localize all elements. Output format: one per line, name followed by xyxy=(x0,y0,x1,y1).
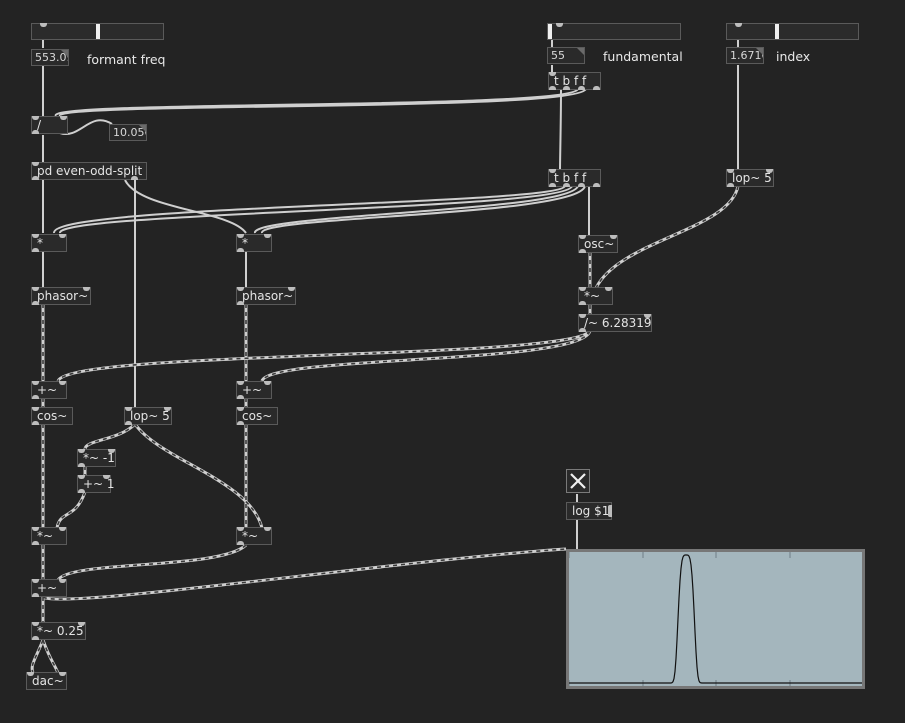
multiply-mid-object[interactable]: * xyxy=(236,234,272,252)
even-odd-split-object[interactable]: pd even-odd-split xyxy=(31,162,147,180)
object-text: +~ 1 xyxy=(83,477,115,491)
object-text: cos~ xyxy=(37,409,68,423)
object-text: phasor~ xyxy=(37,289,89,303)
slider-inlet[interactable] xyxy=(40,23,47,27)
object-text: / xyxy=(37,118,42,132)
object-text: *~ xyxy=(584,289,601,303)
multiply-left-object[interactable]: * xyxy=(31,234,67,252)
object-text: osc~ xyxy=(584,237,615,251)
object-text: phasor~ xyxy=(242,289,294,303)
slider-inlet[interactable] xyxy=(735,23,742,27)
graph-plot xyxy=(568,552,862,686)
log-message[interactable]: log $1 xyxy=(566,502,612,520)
lop-index-object[interactable]: lop~ 5 xyxy=(726,169,774,187)
object-text: lop~ 5 xyxy=(732,171,772,185)
object-text: *~ -1 xyxy=(83,451,115,465)
multiply-neg1-object[interactable]: *~ -1 xyxy=(77,449,116,467)
object-text: *~ xyxy=(37,529,54,543)
phasor-left-object[interactable]: phasor~ xyxy=(31,287,91,305)
array-graph[interactable] xyxy=(566,549,865,689)
cos-left-object[interactable]: cos~ xyxy=(31,407,73,425)
object-text: *~ xyxy=(242,529,259,543)
formant-number[interactable]: 553.09 xyxy=(31,49,69,66)
object-text: * xyxy=(37,236,43,250)
gain-object[interactable]: *~ 0.25 xyxy=(31,622,86,640)
cos-mid-object[interactable]: cos~ xyxy=(236,407,278,425)
phasor-mid-object[interactable]: phasor~ xyxy=(236,287,296,305)
object-text: +~ xyxy=(37,581,58,595)
object-text: cos~ xyxy=(242,409,273,423)
toggle[interactable] xyxy=(566,469,590,493)
slider-knob[interactable] xyxy=(775,24,779,39)
object-text: /~ 6.28319 xyxy=(584,316,652,330)
index-slider[interactable] xyxy=(726,23,859,40)
sum-object[interactable]: +~ xyxy=(31,579,67,597)
osc-object[interactable]: osc~ xyxy=(578,235,618,253)
object-text: lop~ 5 xyxy=(130,409,170,423)
slider-knob[interactable] xyxy=(548,24,552,39)
index-number[interactable]: 1.6716 xyxy=(726,47,764,64)
slider-knob[interactable] xyxy=(96,24,100,39)
lop-split-object[interactable]: lop~ 5 xyxy=(124,407,172,425)
object-text: +~ xyxy=(242,383,263,397)
fundamental-number[interactable]: 55 xyxy=(547,47,585,64)
multiply-left2-object[interactable]: *~ xyxy=(31,527,67,545)
ratio-number[interactable]: 10.056 xyxy=(109,124,147,141)
fundamental-slider[interactable] xyxy=(547,23,681,40)
dac-object[interactable]: dac~ xyxy=(26,672,67,690)
slider-inlet[interactable] xyxy=(556,23,563,27)
formant-slider[interactable] xyxy=(31,23,164,40)
multiply-signal-object[interactable]: *~ xyxy=(578,287,613,305)
add-left-object[interactable]: +~ xyxy=(31,381,67,399)
object-text: t b f f xyxy=(554,171,587,185)
trigger-object-2[interactable]: t b f f xyxy=(548,169,601,187)
object-text: * xyxy=(242,236,248,250)
object-text: *~ 0.25 xyxy=(37,624,84,638)
formant-label: formant freq xyxy=(87,52,166,67)
divide-2pi-object[interactable]: /~ 6.28319 xyxy=(578,314,652,332)
object-text: +~ xyxy=(37,383,58,397)
multiply-mid2-object[interactable]: *~ xyxy=(236,527,272,545)
fundamental-label: fundamental xyxy=(603,49,683,64)
add-1-object[interactable]: +~ 1 xyxy=(77,475,115,493)
trigger-object-1[interactable]: t b f f xyxy=(548,72,601,90)
graph-curve xyxy=(569,554,862,684)
object-text: dac~ xyxy=(32,674,64,688)
add-mid-object[interactable]: +~ xyxy=(236,381,272,399)
divide-object[interactable]: / xyxy=(31,116,68,134)
index-label: index xyxy=(776,49,811,64)
object-text: t b f f xyxy=(554,74,587,88)
close-x-icon xyxy=(570,473,586,489)
object-text: pd even-odd-split xyxy=(37,164,143,178)
